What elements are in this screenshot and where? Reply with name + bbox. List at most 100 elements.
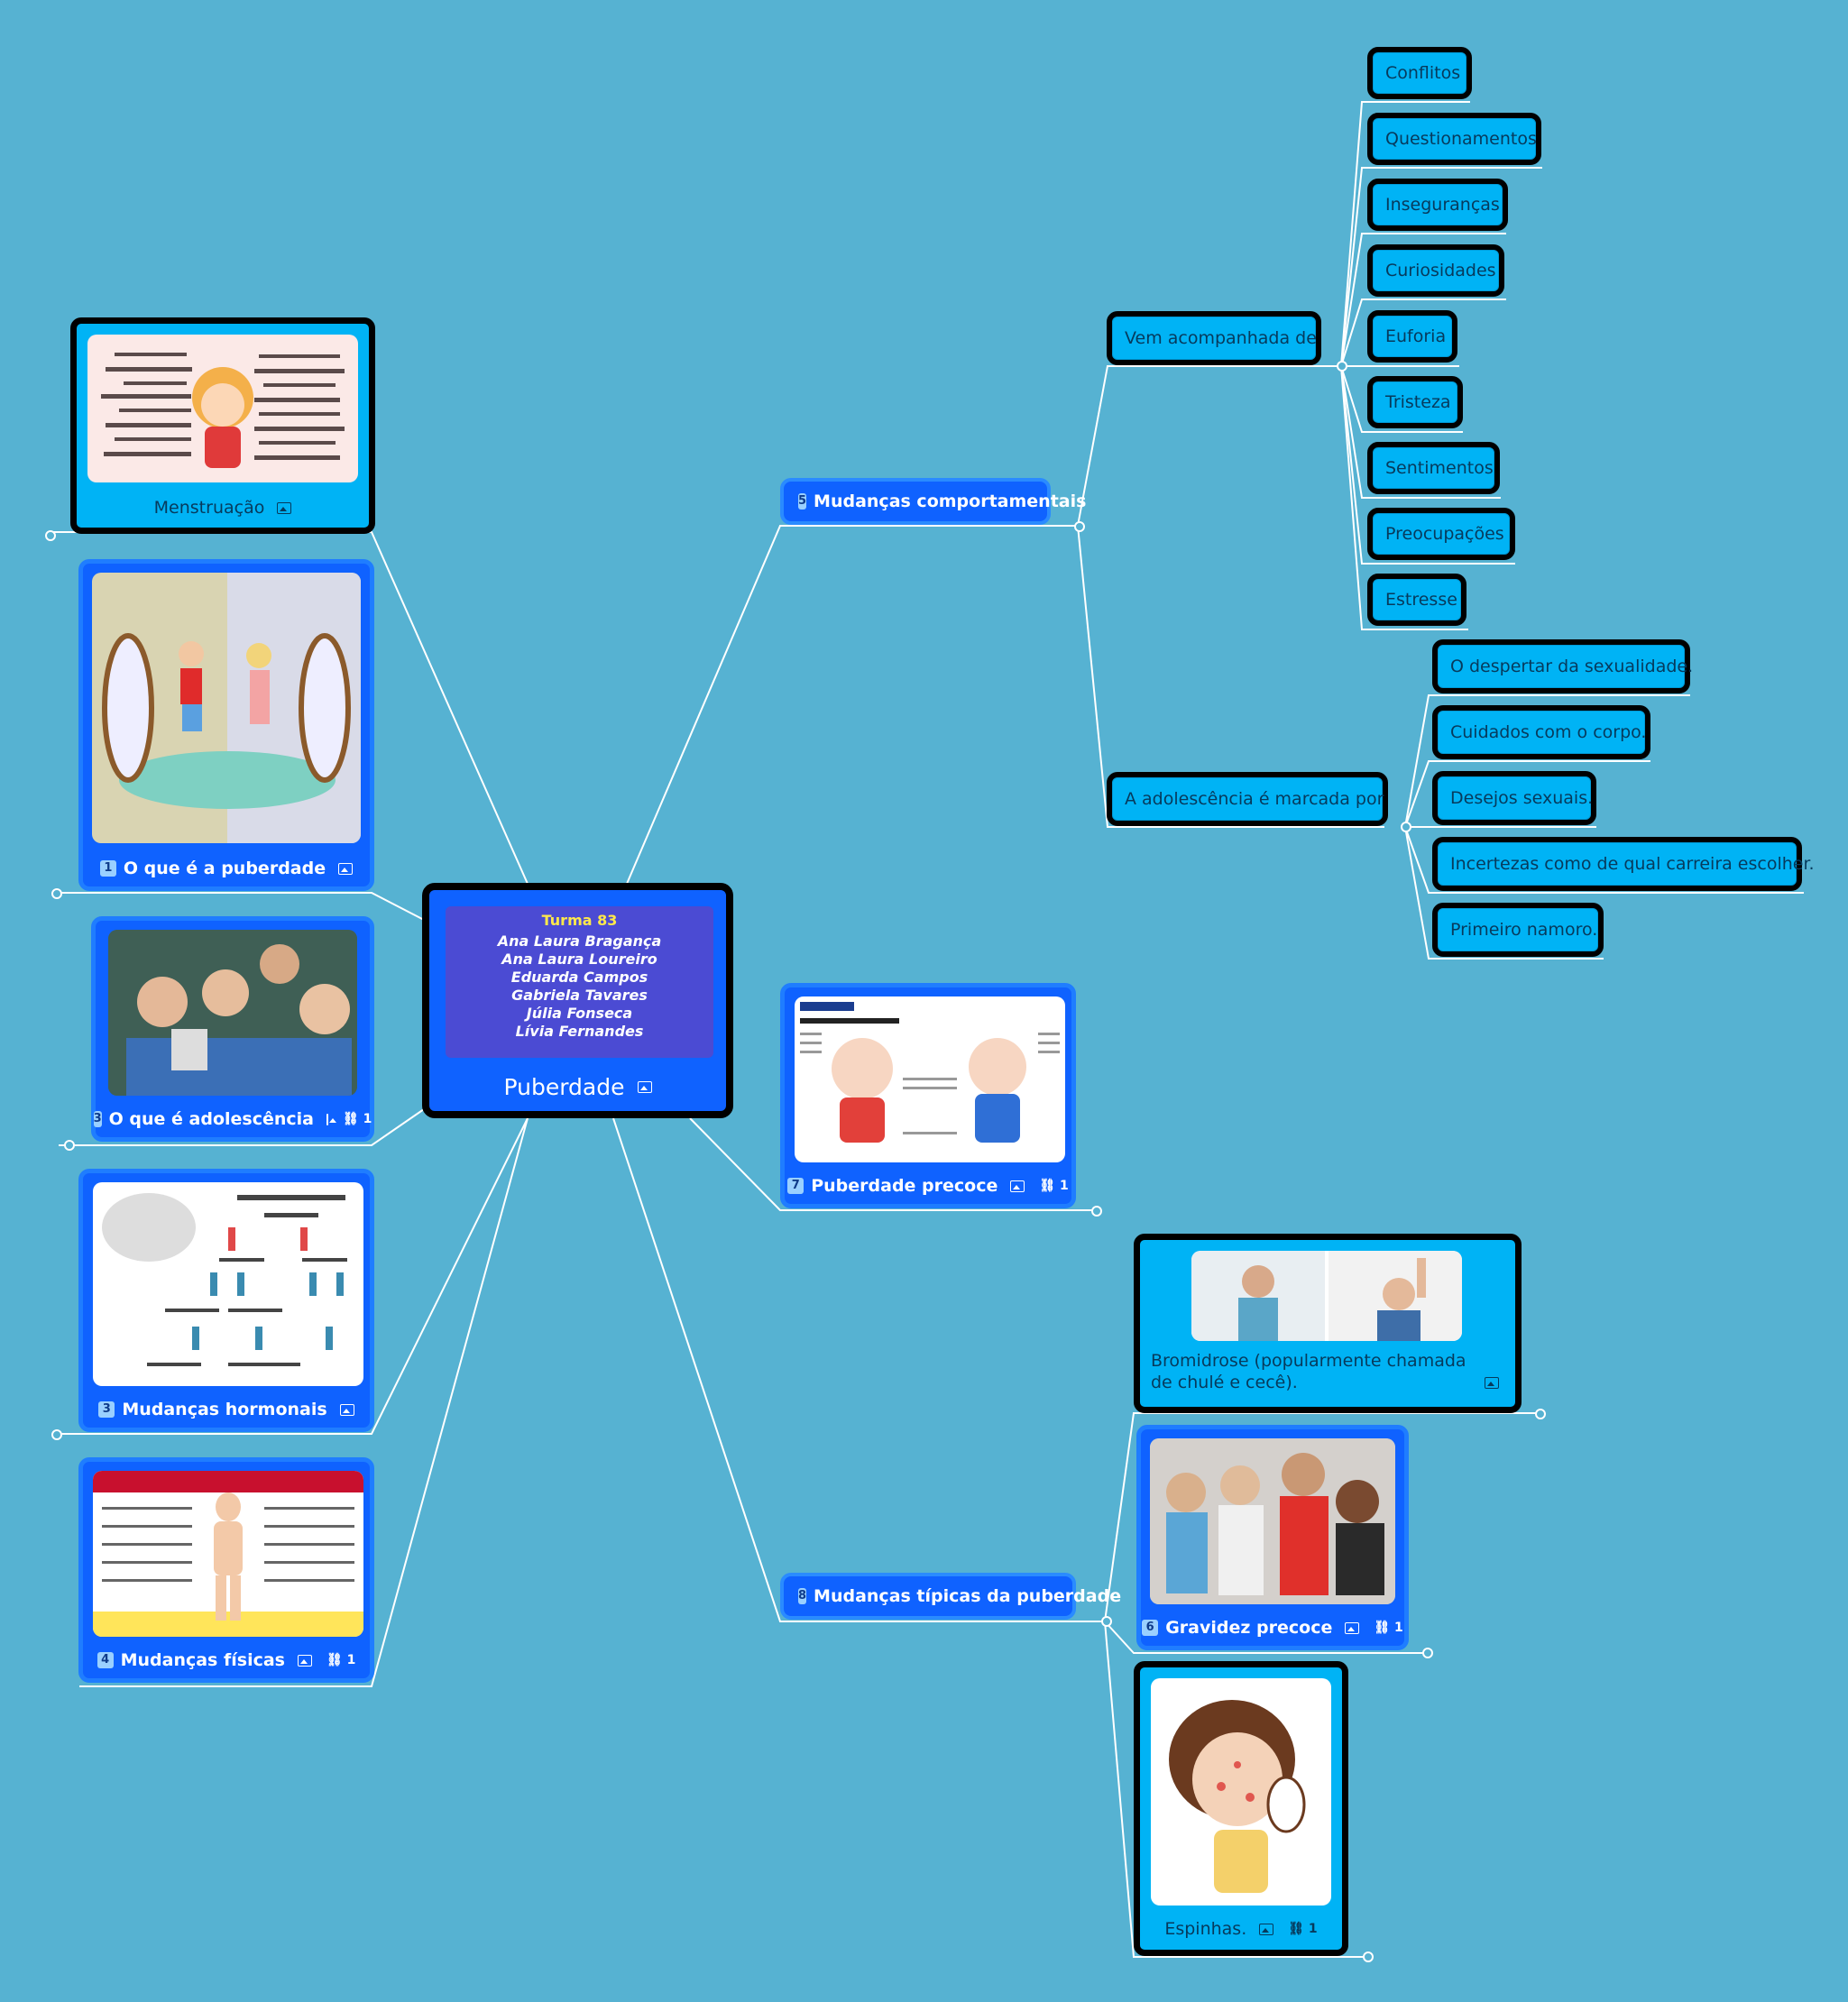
card-espinhas[interactable]: Espinhas. ⛓ 1 — [1134, 1661, 1348, 1956]
link-count: 1 — [363, 1112, 372, 1126]
link-icon[interactable]: ⛓ 1 — [1039, 1179, 1069, 1193]
card-gravidez-precoce[interactable]: 6 Gravidez precoce ⛓ 1 — [1136, 1425, 1409, 1650]
link-count: 1 — [1394, 1621, 1403, 1635]
topic-label: Mudanças típicas da puberdade — [814, 1586, 1122, 1606]
topic-mudancas-comportamentais[interactable]: 5 Mudanças comportamentais — [780, 478, 1086, 525]
link-icon[interactable]: ⛓ 1 — [1374, 1621, 1403, 1635]
image-icon[interactable] — [1010, 1180, 1025, 1192]
collapse-toggle[interactable] — [1535, 1409, 1546, 1419]
item-tristeza[interactable]: Tristeza — [1367, 376, 1463, 428]
number-badge-icon: 1 — [99, 860, 116, 877]
group-name: Turma 83 — [541, 912, 618, 929]
topic-label: Mudanças comportamentais — [814, 491, 1087, 511]
card-label: O que é a puberdade — [123, 859, 326, 878]
number-badge-icon: 6 — [1142, 1620, 1159, 1636]
image-icon[interactable] — [637, 1080, 652, 1093]
item-despertar-sexualidade[interactable]: O despertar da sexualidade. — [1432, 639, 1694, 693]
item-label: O despertar da sexualidade. — [1450, 656, 1694, 676]
wordcloud-illustration — [101, 353, 345, 468]
item-cuidados-corpo[interactable]: Cuidados com o corpo. — [1432, 705, 1650, 759]
central-title: Puberdade — [503, 1073, 625, 1100]
central-node-puberdade[interactable]: Turma 83 Ana Laura Bragança Ana Laura Lo… — [422, 883, 733, 1118]
teens-illustration — [108, 930, 357, 1096]
item-desejos-sexuais[interactable]: Desejos sexuais. — [1432, 771, 1596, 825]
image-icon[interactable] — [1345, 1621, 1360, 1634]
card-label: Puberdade precoce — [811, 1176, 998, 1196]
card-caption: 7 Puberdade precoce ⛓ 1 — [785, 1168, 1071, 1204]
image-icon[interactable] — [338, 862, 354, 875]
node-adolescencia-marcada-por[interactable]: A adolescência é marcada por — [1107, 772, 1388, 826]
collapse-toggle[interactable] — [51, 1429, 62, 1440]
teen-selfie-image — [108, 930, 357, 1096]
item-label: Curiosidades — [1385, 260, 1496, 280]
item-insegurancas[interactable]: Inseguranças — [1367, 179, 1508, 231]
image-icon[interactable] — [1259, 1923, 1274, 1935]
item-label: Desejos sexuais. — [1450, 787, 1594, 808]
member-name: Júlia Fonseca — [526, 1005, 633, 1022]
card-o-que-e-a-puberdade[interactable]: 1 O que é a puberdade — [78, 559, 374, 891]
card-o-que-e-adolescencia[interactable]: 3 O que é adolescência ⛓ 1 — [91, 916, 374, 1142]
card-mudancas-fisicas[interactable]: 4 Mudanças físicas ⛓ 1 — [78, 1457, 374, 1683]
collapse-toggle[interactable] — [1101, 1616, 1112, 1627]
collapse-toggle[interactable] — [45, 530, 56, 541]
item-sentimentos[interactable]: Sentimentos — [1367, 442, 1500, 494]
link-count: 1 — [1060, 1179, 1069, 1193]
member-name: Gabriela Tavares — [511, 987, 648, 1004]
collapse-toggle[interactable] — [1401, 822, 1411, 832]
item-primeiro-namoro[interactable]: Primeiro namoro. — [1432, 903, 1604, 957]
number-badge-icon: 8 — [798, 1588, 807, 1604]
collapse-toggle[interactable] — [1363, 1951, 1374, 1962]
card-label: Menstruação — [153, 498, 265, 518]
card-bromidrose[interactable]: Bromidrose (popularmente chamada de chul… — [1134, 1234, 1522, 1413]
body-odor-illustration — [1191, 1251, 1462, 1341]
image-icon[interactable] — [277, 501, 292, 514]
item-label: Tristeza — [1385, 391, 1451, 412]
item-label: Sentimentos — [1385, 457, 1494, 478]
card-caption: 3 O que é adolescência ⛓ 1 — [93, 1101, 372, 1137]
item-conflitos[interactable]: Conflitos — [1367, 47, 1472, 99]
card-menstruacao[interactable]: Menstruação — [70, 317, 375, 534]
member-name: Lívia Fernandes — [515, 1023, 644, 1040]
member-name: Eduarda Campos — [510, 969, 648, 986]
collapse-toggle[interactable] — [1091, 1206, 1102, 1217]
number-badge-icon: 4 — [97, 1652, 114, 1668]
link-icon[interactable]: ⛓ 1 — [343, 1112, 372, 1126]
card-puberdade-precoce[interactable]: 7 Puberdade precoce ⛓ 1 — [780, 983, 1076, 1208]
item-curiosidades[interactable]: Curiosidades — [1367, 244, 1504, 297]
item-preocupacoes[interactable]: Preocupações — [1367, 508, 1515, 560]
card-label: Mudanças hormonais — [122, 1400, 327, 1419]
precocious-puberty-infographic — [800, 1002, 1060, 1143]
card-caption: 4 Mudanças físicas ⛓ 1 — [83, 1642, 370, 1678]
number-badge-icon: 3 — [98, 1401, 115, 1418]
item-label: Incertezas como de qual carreira escolhe… — [1450, 853, 1815, 874]
card-label: Gravidez precoce — [1165, 1618, 1333, 1638]
image-icon[interactable] — [339, 1403, 354, 1416]
image-icon[interactable] — [297, 1654, 312, 1667]
item-label: Questionamentos — [1385, 128, 1537, 149]
collapse-toggle[interactable] — [1074, 521, 1085, 532]
item-label: Estresse — [1385, 589, 1457, 610]
collapse-toggle[interactable] — [64, 1140, 75, 1151]
link-icon[interactable]: ⛓ 1 — [326, 1653, 356, 1667]
item-label: Euforia — [1385, 326, 1447, 346]
item-euforia[interactable]: Euforia — [1367, 310, 1457, 363]
mirror-illustration — [102, 573, 361, 843]
card-mudancas-hormonais[interactable]: 3 Mudanças hormonais — [78, 1169, 374, 1432]
node-vem-acompanhada-de[interactable]: Vem acompanhada de — [1107, 311, 1321, 365]
image-icon[interactable] — [1485, 1377, 1499, 1389]
hormone-diagram-illustration — [102, 1193, 347, 1366]
item-questionamentos[interactable]: Questionamentos — [1367, 113, 1541, 165]
link-count: 1 — [1308, 1922, 1318, 1936]
collapse-toggle[interactable] — [1422, 1648, 1433, 1658]
item-estresse[interactable]: Estresse — [1367, 574, 1466, 626]
precocious-puberty-image — [795, 996, 1065, 1162]
menstruation-wordcloud-image — [87, 335, 358, 482]
item-incertezas-carreira[interactable]: Incertezas como de qual carreira escolhe… — [1432, 837, 1815, 891]
item-label: Preocupações — [1385, 523, 1504, 544]
topic-mudancas-tipicas-puberdade[interactable]: 8 Mudanças típicas da puberdade — [780, 1573, 1121, 1620]
image-icon[interactable] — [326, 1113, 336, 1125]
link-icon[interactable]: ⛓ 1 — [1288, 1922, 1318, 1936]
collapse-toggle[interactable] — [1337, 361, 1347, 372]
group-members-box: Turma 83 Ana Laura Bragança Ana Laura Lo… — [446, 906, 713, 1058]
collapse-toggle[interactable] — [51, 888, 62, 899]
